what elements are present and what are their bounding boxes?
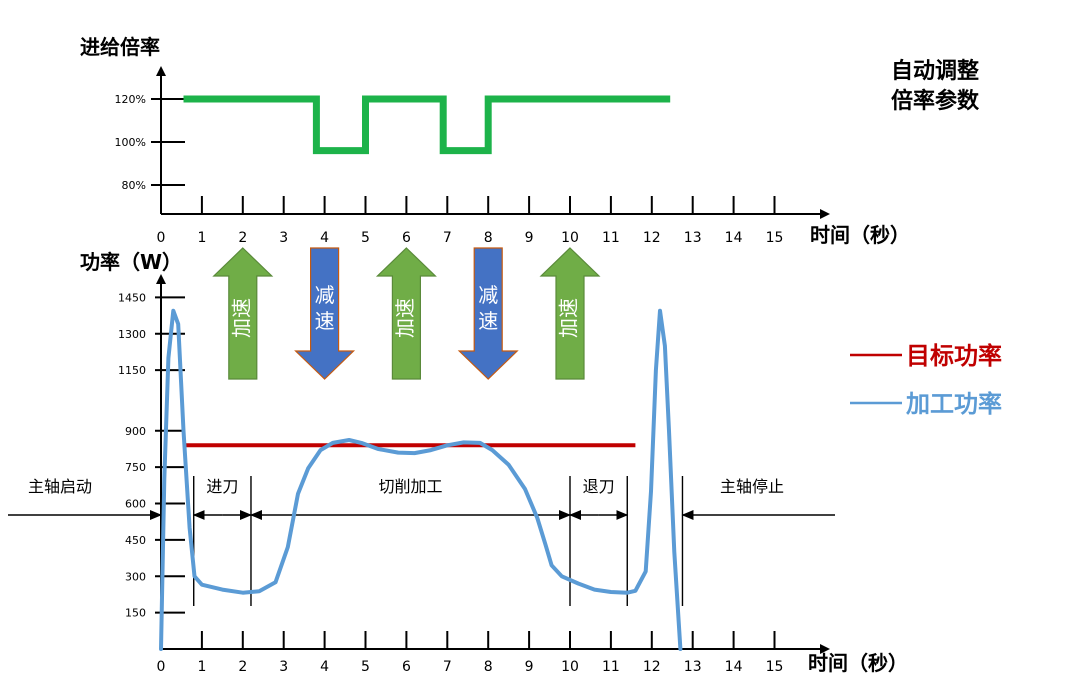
bottom-y-tick-label: 750 [125,461,146,474]
power-axis-title: 功率（W） [80,250,182,274]
speed-arrows: 加速减速加速减速加速 [212,247,601,380]
bottom-x-tick-label: 7 [443,659,452,675]
top-x-tick-label: 2 [238,230,247,246]
machining-power-line [159,308,683,651]
accelerate-label: 加速 [557,298,581,338]
top-x-tick-label: 4 [320,230,329,246]
bottom-x-tick-label: 5 [361,659,370,675]
top-x-tick-label: 13 [684,230,702,246]
accelerate-arrow [539,247,601,380]
decelerate-label-char: 减 [478,283,498,307]
top-x-tick-label: 11 [602,230,620,246]
bottom-y-tick-label: 300 [125,570,146,583]
top-x-tick-label: 10 [561,230,579,246]
phase-annotations: 主轴启动 进刀 切削加工 退刀 主轴停止 [8,476,835,606]
bottom-x-tick-label: 13 [684,659,702,675]
top-x-tick-label: 5 [361,230,370,246]
bottom-time-axis-title: 时间（秒） [808,651,908,675]
decelerate-arrow [457,247,519,380]
bottom-x-tick-label: 14 [725,659,743,675]
top-time-axis-title: 时间（秒） [810,223,910,247]
phase-label: 进刀 [206,477,238,496]
top-x-tick-label: 6 [402,230,411,246]
bottom-x-tick-label: 2 [238,659,247,675]
bottom-x-tick-label: 10 [561,659,579,675]
bottom-y-tick-label: 1150 [118,364,146,377]
bottom-y-tick-label: 150 [125,607,146,620]
legend-label: 目标功率 [906,342,1002,370]
side-title-line-2: 倍率参数 [891,88,980,114]
bottom-x-tick-label: 6 [402,659,411,675]
top-x-tick-label: 1 [197,230,206,246]
accelerate-label: 加速 [393,298,417,338]
bottom-x-tick-label: 8 [484,659,493,675]
phase-label: 主轴停止 [720,477,784,496]
bottom-y-tick-label: 1450 [118,291,146,304]
top-x-tick-label: 8 [484,230,493,246]
decelerate-label-char: 速 [315,309,335,333]
accelerate-label: 加速 [229,298,253,338]
bottom-x-tick-label: 9 [525,659,534,675]
bottom-x-tick-label: 1 [197,659,206,675]
top-x-tick-label: 9 [525,230,534,246]
top-x-tick-label: 12 [643,230,661,246]
bottom-y-tick-label: 600 [125,498,146,511]
bottom-x-tick-label: 11 [602,659,620,675]
top-x-tick-label: 0 [157,230,166,246]
feed-rate-axes [156,66,830,219]
top-y-tick-label: 80% [122,179,146,192]
top-x-tick-label: 3 [279,230,288,246]
bottom-x-tick-label: 0 [157,659,166,675]
bottom-y-tick-label: 900 [125,425,146,438]
bottom-x-tick-label: 15 [766,659,784,675]
power-series [159,308,683,651]
feed-rate-series [183,95,671,155]
bottom-y-tick-label: 1300 [118,328,146,341]
phase-label: 退刀 [583,477,615,496]
accelerate-arrow [212,247,274,380]
top-y-tick-label: 120% [115,93,146,106]
feed-rate-axis-title: 进给倍率 [80,35,160,59]
side-title-line-1: 自动调整 [891,58,979,84]
decelerate-label-char: 减 [315,283,335,307]
legend-label: 加工功率 [906,390,1002,418]
top-x-tick-label: 14 [725,230,743,246]
top-x-tick-label: 7 [443,230,452,246]
top-x-tick-label: 15 [766,230,784,246]
bottom-y-tick-label: 450 [125,534,146,547]
decelerate-label-char: 速 [478,309,498,333]
bottom-x-tick-label: 3 [279,659,288,675]
decelerate-arrow [294,247,356,380]
bottom-x-tick-label: 12 [643,659,661,675]
bottom-x-tick-label: 4 [320,659,329,675]
feed-rate-line [183,95,671,155]
top-y-tick-label: 100% [115,136,146,149]
accelerate-arrow [375,247,437,380]
phase-label: 主轴启动 [28,477,92,496]
phase-label: 切削加工 [378,477,442,496]
